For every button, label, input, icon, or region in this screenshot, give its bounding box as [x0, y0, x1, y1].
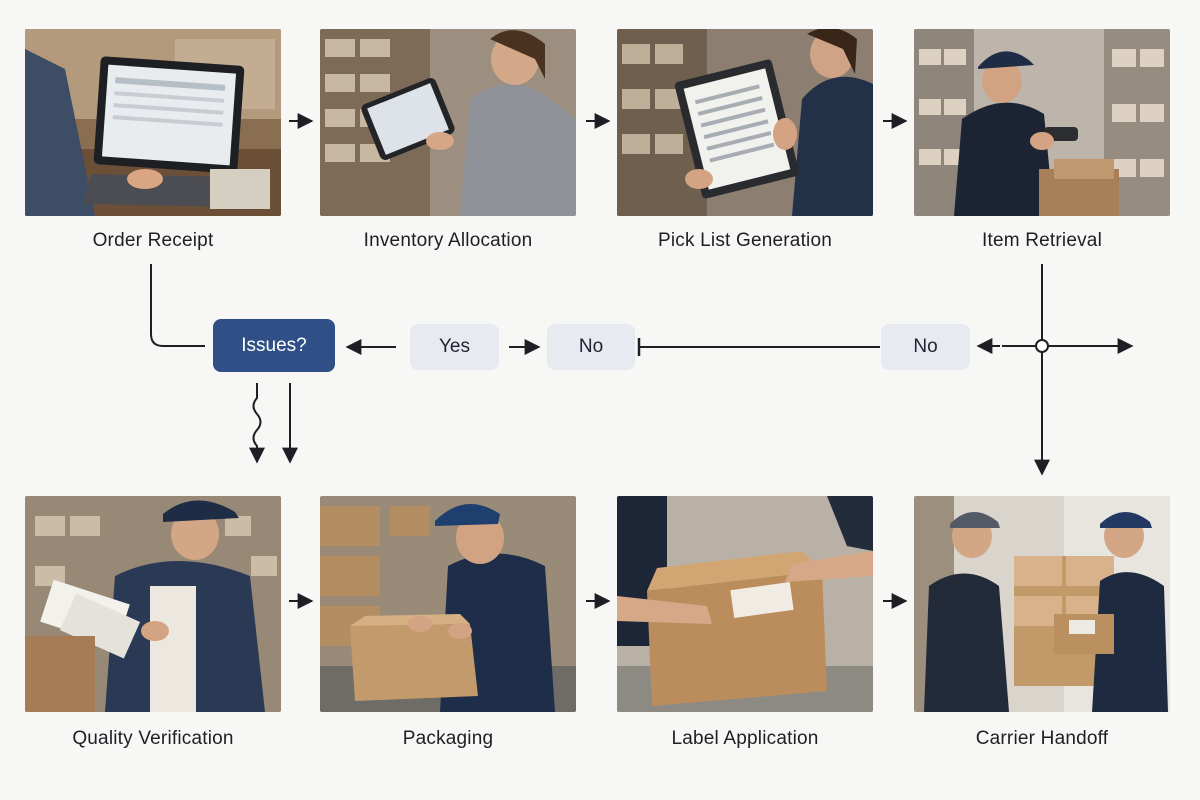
- decision-issues: Issues?: [213, 319, 335, 372]
- step-photo-order-receipt: [25, 29, 281, 216]
- step-photo-pick-list-generation: [617, 29, 873, 216]
- step-label-inventory-allocation: Inventory Allocation: [363, 230, 533, 251]
- step-photo-inventory-allocation: [320, 29, 576, 216]
- step-photo-carrier-handoff: [914, 496, 1170, 712]
- step-label-carrier-handoff: Carrier Handoff: [975, 728, 1109, 749]
- worker-reading-papers-photo: [25, 496, 281, 712]
- step-photo-quality-verification: [25, 496, 281, 712]
- step-label-label-application: Label Application: [671, 728, 819, 749]
- hands-labeling-box-photo: [617, 496, 873, 712]
- person-typing-on-laptop-photo: [25, 29, 281, 216]
- decision-no-right: No: [881, 324, 970, 370]
- step-label-packaging: Packaging: [402, 728, 494, 749]
- worker-with-scanner-photo: [914, 29, 1170, 216]
- arrow-issues-down-wavy: [249, 383, 265, 464]
- step-photo-label-application: [617, 496, 873, 712]
- junction-node: [1035, 339, 1049, 353]
- step-label-pick-list-generation: Pick List Generation: [657, 230, 833, 251]
- step-label-item-retrieval: Item Retrieval: [981, 230, 1102, 251]
- step-photo-item-retrieval: [914, 29, 1170, 216]
- step-label-order-receipt: Order Receipt: [92, 230, 214, 251]
- worker-with-tablet-photo: [320, 29, 576, 216]
- connector-order-to-issues: [150, 264, 205, 347]
- decision-yes: Yes: [410, 324, 499, 370]
- decision-no-left: No: [547, 324, 635, 370]
- worker-with-clipboard-photo: [617, 29, 873, 216]
- step-label-quality-verification: Quality Verification: [72, 728, 234, 749]
- worker-packing-box-photo: [320, 496, 576, 712]
- workers-handing-off-box-photo: [914, 496, 1170, 712]
- step-photo-packaging: [320, 496, 576, 712]
